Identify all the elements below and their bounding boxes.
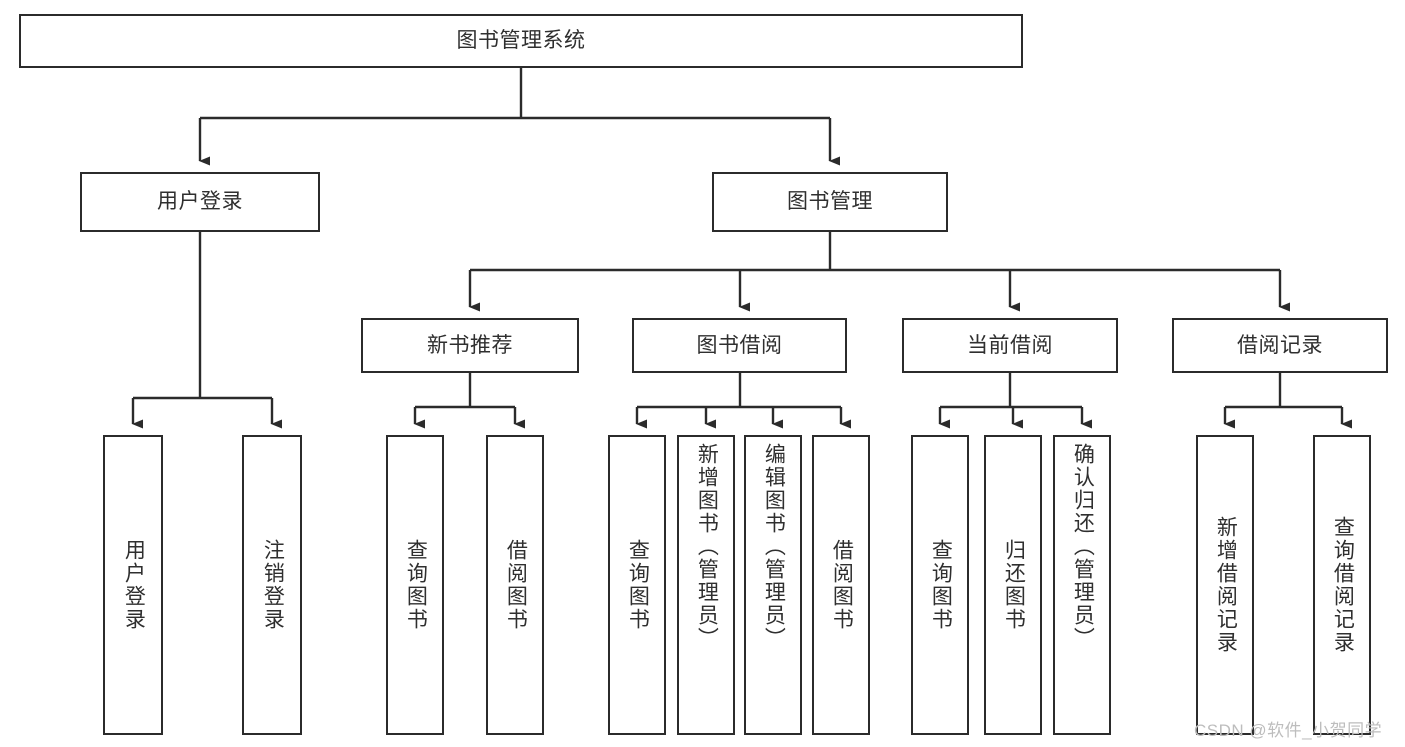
node-current-borrow[interactable]: 当前借阅 [902, 318, 1118, 373]
node-leaf-return-book[interactable]: 归还图书 [984, 435, 1042, 735]
node-leaf-query-book-1[interactable]: 查询图书 [386, 435, 444, 735]
node-leaf-confirm-return-admin-label: 确认归还（管理员） [1071, 443, 1095, 650]
node-current-borrow-label: 当前借阅 [967, 333, 1053, 357]
node-leaf-query-borrow-record-label: 查询借阅记录 [1331, 516, 1355, 654]
node-leaf-add-book-admin[interactable]: 新增图书（管理员） [677, 435, 735, 735]
node-leaf-add-borrow-record[interactable]: 新增借阅记录 [1196, 435, 1254, 735]
node-book-management[interactable]: 图书管理 [712, 172, 948, 232]
node-root[interactable]: 图书管理系统 [19, 14, 1023, 68]
node-leaf-edit-book-admin-label: 编辑图书（管理员） [762, 443, 786, 650]
node-leaf-user-login-label: 用户登录 [122, 539, 146, 631]
node-leaf-borrow-book-1-label: 借阅图书 [504, 539, 528, 631]
node-user-login[interactable]: 用户登录 [80, 172, 320, 232]
node-user-login-label: 用户登录 [157, 190, 243, 214]
node-root-label: 图书管理系统 [456, 29, 586, 53]
node-leaf-add-book-admin-label: 新增图书（管理员） [695, 443, 719, 650]
node-leaf-query-book-3[interactable]: 查询图书 [911, 435, 969, 735]
node-leaf-user-login[interactable]: 用户登录 [103, 435, 163, 735]
node-leaf-query-book-3-label: 查询图书 [929, 539, 953, 631]
node-book-management-label: 图书管理 [787, 190, 873, 214]
node-leaf-logout-login[interactable]: 注销登录 [242, 435, 302, 735]
node-new-book-recommend-label: 新书推荐 [427, 333, 513, 357]
node-leaf-query-book-2-label: 查询图书 [626, 539, 650, 631]
node-leaf-borrow-book-1[interactable]: 借阅图书 [486, 435, 544, 735]
node-new-book-recommend[interactable]: 新书推荐 [361, 318, 579, 373]
node-leaf-borrow-book-2[interactable]: 借阅图书 [812, 435, 870, 735]
node-leaf-confirm-return-admin[interactable]: 确认归还（管理员） [1053, 435, 1111, 735]
node-leaf-return-book-label: 归还图书 [1002, 539, 1026, 631]
node-leaf-query-borrow-record[interactable]: 查询借阅记录 [1313, 435, 1371, 735]
node-leaf-query-book-2[interactable]: 查询图书 [608, 435, 666, 735]
node-leaf-add-borrow-record-label: 新增借阅记录 [1214, 516, 1238, 654]
node-borrow-record-label: 借阅记录 [1237, 333, 1323, 357]
node-book-borrow[interactable]: 图书借阅 [632, 318, 847, 373]
node-leaf-edit-book-admin[interactable]: 编辑图书（管理员） [744, 435, 802, 735]
node-book-borrow-label: 图书借阅 [696, 333, 783, 357]
node-leaf-borrow-book-2-label: 借阅图书 [830, 539, 854, 631]
node-leaf-query-book-1-label: 查询图书 [404, 539, 428, 631]
node-borrow-record[interactable]: 借阅记录 [1172, 318, 1388, 373]
node-leaf-logout-login-label: 注销登录 [261, 539, 285, 631]
csdn-watermark: CSDN @软件_小贺同学 [1194, 721, 1383, 740]
